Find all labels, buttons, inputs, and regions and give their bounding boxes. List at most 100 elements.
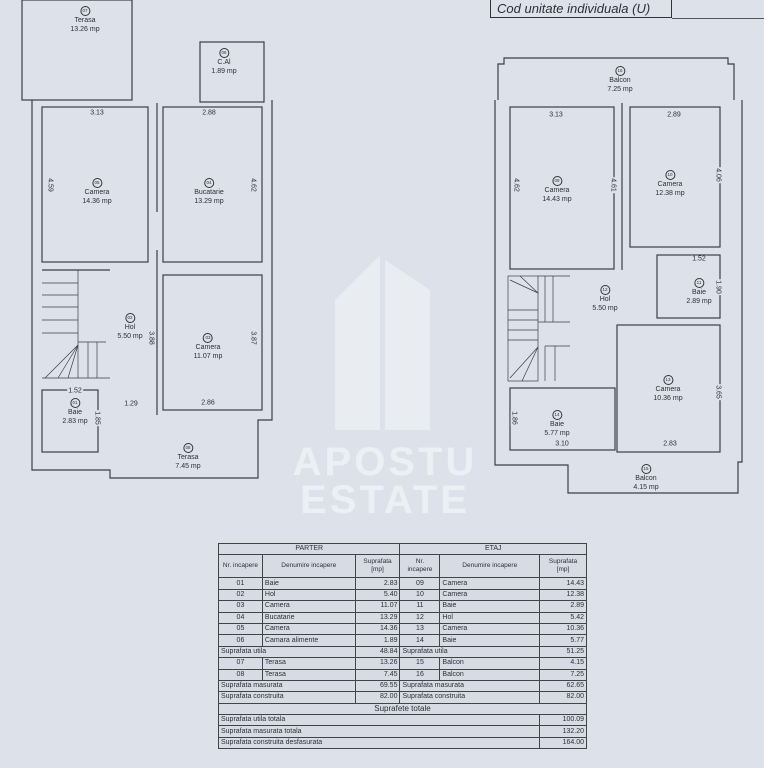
col-nr: Nr. incapere (218, 554, 263, 579)
col-area: Suprafata [mp] (539, 554, 587, 579)
room-number: 14 (551, 410, 562, 420)
room-area: 12.38 mp (655, 190, 685, 197)
dimension-label: 2.88 (201, 109, 217, 117)
dimension-label: 1.85 (93, 410, 101, 426)
room-name: Baie (549, 421, 565, 428)
room-name: Terasa (177, 454, 199, 461)
room-number: 13 (663, 375, 673, 385)
room-number: 02 (124, 313, 135, 323)
total-value: 132.20 (539, 725, 587, 738)
dimension-label: 4.61 (609, 177, 617, 193)
summary-value: 51.25 (539, 645, 587, 659)
room-area: 2.89 (539, 600, 587, 613)
room-area: 4.15 (539, 657, 587, 670)
room-area: 13.26 mp (70, 26, 100, 33)
room-nr: 01 (218, 577, 263, 590)
room-name: C.Al (217, 59, 231, 66)
summary-label: Suprafata masurata (399, 679, 541, 693)
room-name: Camera (261, 600, 356, 613)
summary-label: Suprafata construita (399, 691, 541, 704)
room-number: 03 (202, 333, 213, 343)
room-area: 12.38 (539, 588, 587, 602)
room-name: Terasa (261, 657, 356, 670)
room-name: Baie (691, 289, 707, 296)
unit-code-label: Cod unitate individuala (U) (490, 0, 672, 18)
room-area: 13.26 (354, 657, 401, 670)
room-number: 01 (69, 398, 80, 408)
room-nr: 06 (218, 634, 263, 647)
room-nr: 11 (399, 600, 441, 613)
room-name: Baie (439, 600, 541, 613)
room-name: Camara alimente (261, 634, 356, 647)
watermark-line2: ESTATE (300, 478, 470, 522)
room-nr: 08 (218, 668, 263, 681)
room-nr: 14 (399, 634, 441, 647)
room-area: 1.89 (354, 634, 401, 647)
summary-value: 82.00 (539, 691, 587, 704)
room-area: 7.45 mp (175, 463, 201, 470)
room-name: Hol (124, 324, 136, 331)
dimension-label: 1.52 (691, 255, 707, 263)
room-area: 1.89 mp (211, 68, 237, 75)
room-name: Camera (439, 622, 541, 636)
room-number: 15 (640, 464, 651, 474)
col-nr: Nr. incapere (399, 554, 441, 579)
room-area: 14.43 (539, 577, 587, 590)
summary-value: 62.65 (539, 679, 587, 693)
room-nr: 04 (218, 611, 263, 624)
room-name: Camera (439, 588, 541, 602)
room-name: Camera (439, 577, 541, 590)
room-nr: 05 (218, 622, 263, 636)
room-name: Balcon (635, 475, 657, 482)
header-divider (672, 18, 764, 19)
room-area: 11.07 (354, 600, 401, 613)
summary-label: Suprafata utila (399, 645, 541, 659)
room-name: Baie (67, 409, 83, 416)
room-nr: 15 (399, 657, 441, 670)
room-number: 10 (665, 170, 675, 180)
room-name: Hol (261, 588, 356, 602)
room-area: 2.83 mp (62, 418, 88, 425)
room-nr: 13 (399, 622, 441, 636)
col-name: Denumire incapere (439, 554, 541, 579)
room-name: Hol (599, 296, 611, 303)
room-area: 5.77 mp (544, 430, 570, 437)
parter-header: PARTER (217, 542, 401, 556)
room-nr: 07 (218, 657, 263, 670)
watermark-line1: APOSTU (292, 440, 478, 484)
upper-floor-plan (494, 57, 743, 494)
room-nr: 02 (218, 588, 263, 602)
dimension-label: 4.62 (512, 177, 520, 193)
room-name: Camera (544, 187, 570, 194)
room-number: 05 (92, 178, 102, 188)
dimension-label: 3.88 (147, 330, 155, 346)
room-area: 7.45 (354, 668, 401, 681)
room-nr: 10 (399, 588, 441, 602)
dimension-label: 1.90 (714, 279, 722, 295)
room-area: 14.36 mp (82, 198, 112, 205)
floor-plans (21, 0, 743, 494)
room-nr: 16 (399, 668, 441, 681)
room-area: 5.50 mp (592, 305, 618, 312)
room-number: 09 (552, 176, 562, 186)
room-name: Baie (439, 634, 541, 647)
